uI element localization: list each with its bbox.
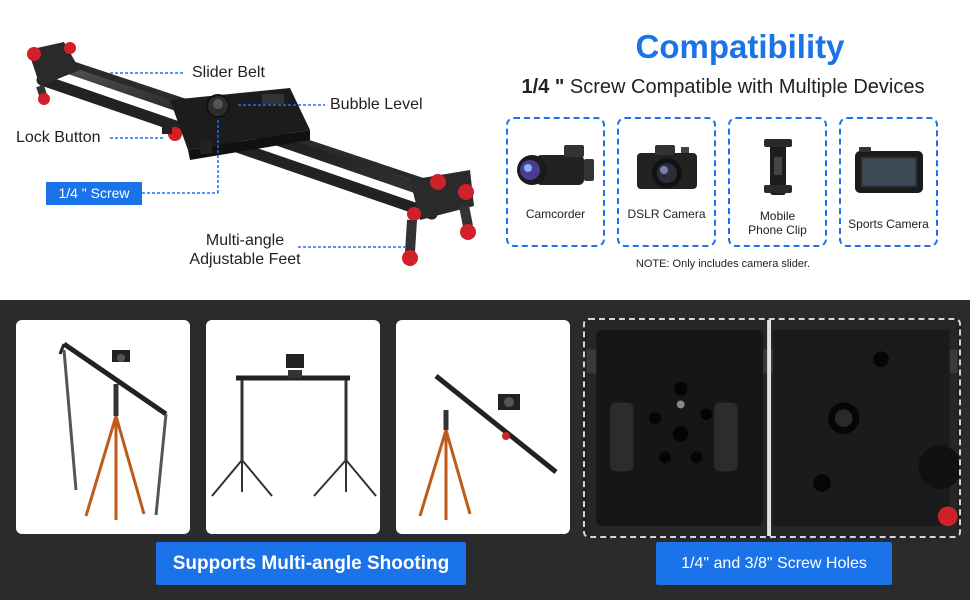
sports-camera-icon [855,147,923,193]
light-stands-illustration [211,354,377,497]
banner-multi-angle-shooting: Supports Multi-angle Shooting [156,542,466,585]
callout-adjustable-feet: Multi-angle Adjustable Feet [180,231,310,269]
subtitle-screw-size: 1/4 " [521,76,565,98]
device-label-camcorder: Camcorder [525,207,586,221]
callout-feet-line2: Adjustable Feet [189,251,301,268]
callout-lock-button: Lock Button [16,129,101,146]
callout-screw: 1/4 " Screw [46,182,142,205]
device-label-phone-clip-line2: Phone Clip [748,223,807,237]
camcorder-icon [517,145,594,185]
top-panel: Slider Belt Bubble Level Lock Button 1/4… [16,28,940,270]
device-label-dslr-camera: DSLR Camera [627,207,706,221]
callout-slider-belt: Slider Belt [192,64,265,81]
device-card-phone-clip: Mobile Phone Clip [728,117,827,247]
photo-tripod-diagonal [396,320,570,534]
photo-tripod-tilted [16,320,190,534]
banner-screw-holes: 1/4" and 3/8" Screw Holes [656,542,892,585]
tripod-tilted-illustration [58,341,168,520]
compatibility-note: NOTE: Only includes camera slider. [635,258,811,270]
dslr-camera-icon [637,145,697,189]
tripod-diagonal-illustration [418,374,558,520]
compatibility-subtitle: 1/4 " Screw Compatible with Multiple Dev… [506,76,940,99]
device-label-sports-camera: Sports Camera [848,217,929,231]
camera-slider-illustration [27,42,476,266]
device-card-sports-camera: Sports Camera [839,117,938,247]
callout-bubble-level: Bubble Level [330,96,423,113]
device-label-phone-clip-line1: Mobile [759,209,796,223]
subtitle-text: Screw Compatible with Multiple Devices [564,76,925,98]
compatibility-title: Compatibility [635,28,845,65]
device-card-camcorder: Camcorder [506,117,605,247]
device-card-dslr-camera: DSLR Camera [617,117,716,247]
callout-feet-line1: Multi-angle [205,232,285,249]
screw-plate-illustration [586,320,959,536]
photo-light-stands [206,320,380,534]
device-label-phone-clip: Mobile Phone Clip [732,209,823,237]
screw-holes-closeup [583,318,961,538]
phone-clip-icon [764,139,792,195]
